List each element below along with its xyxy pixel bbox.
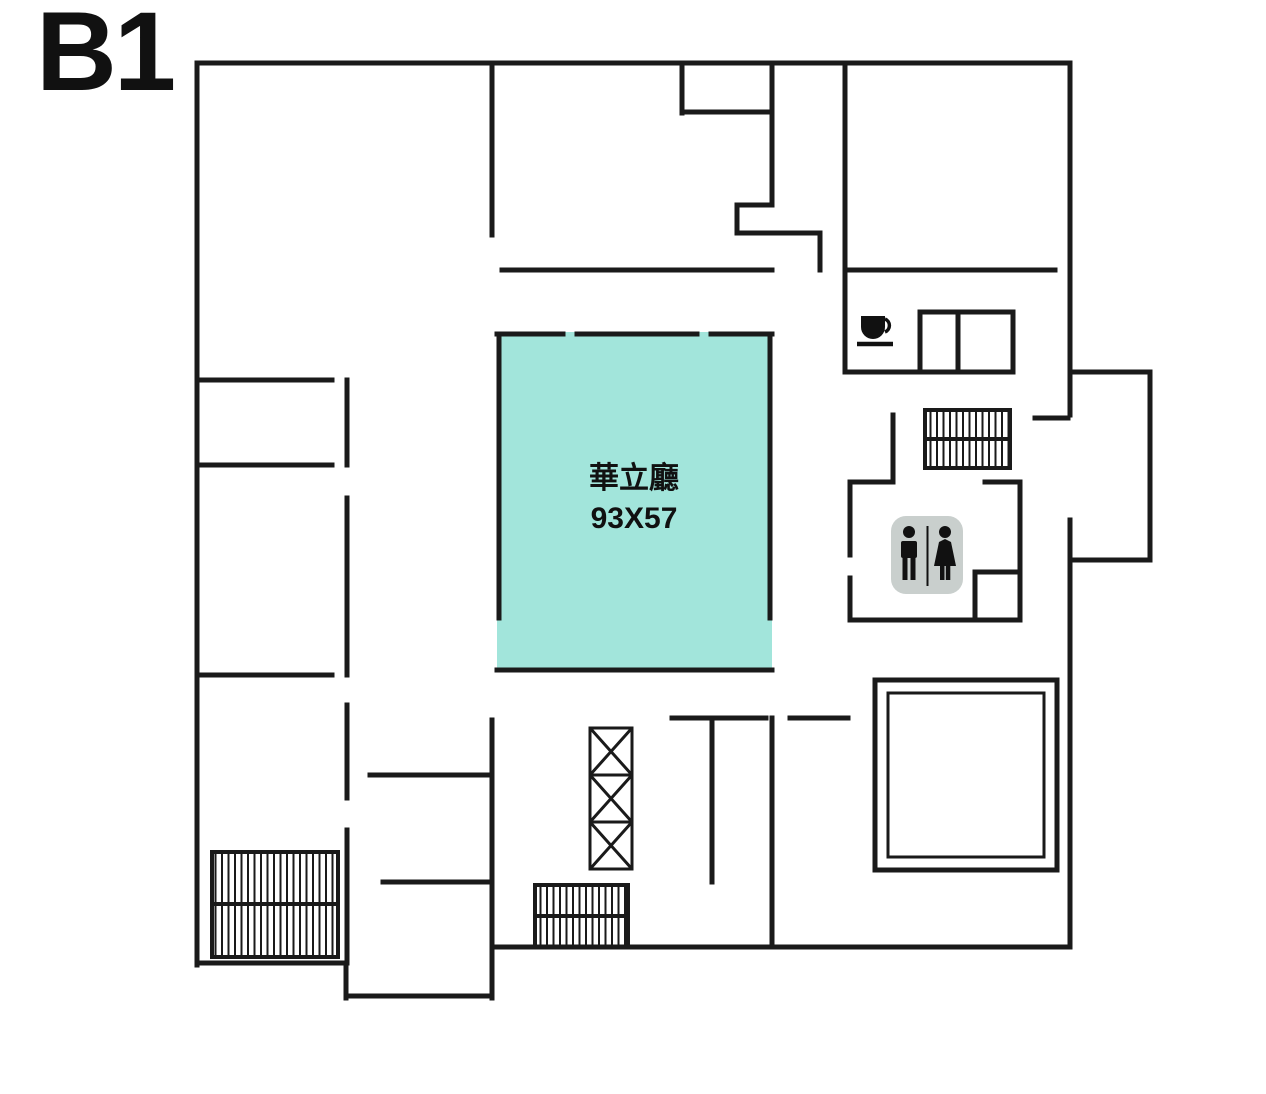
hall-room-dimensions: 93X57 (591, 502, 678, 535)
elevator-x-icon (588, 821, 634, 870)
interior-walls (194, 60, 1071, 1001)
elevator-x-icon (588, 727, 634, 776)
inner-room-inner-wall (886, 691, 1046, 859)
hall-room-highlight (497, 332, 772, 672)
hall-room-walls (494, 331, 775, 673)
hall-room-name: 華立廳 (589, 461, 679, 495)
stairs-bottom-left (210, 850, 340, 959)
female-restroom-icon (934, 526, 956, 580)
stairs-upper-right (923, 408, 1012, 470)
outer-walls (194, 60, 1153, 1001)
inner-room (872, 677, 1060, 873)
elevator-shaft (588, 726, 634, 871)
elevator-cell (588, 820, 634, 871)
restroom-badge (891, 516, 963, 594)
elevator-x-icon (588, 774, 634, 823)
coffee-icon (857, 316, 893, 347)
inner-room-outer-wall (872, 677, 1060, 873)
floor-label: B1 (36, 0, 176, 114)
hall-room: 華立廳 93X57 (494, 331, 775, 673)
stairs-bottom-center (533, 883, 630, 949)
male-restroom-icon (901, 526, 917, 580)
